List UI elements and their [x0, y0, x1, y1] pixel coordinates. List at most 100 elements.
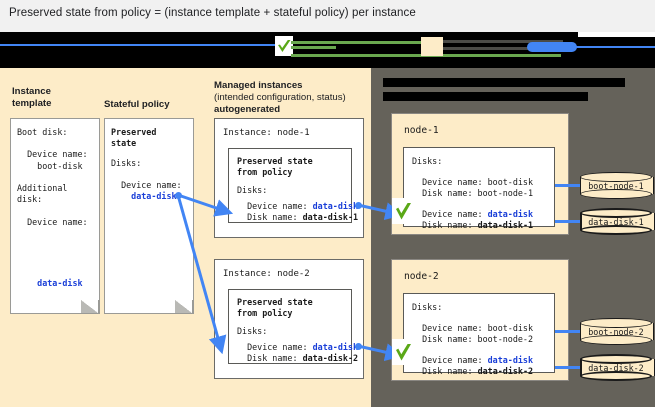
connector-node2-boot-disk: [555, 330, 580, 333]
node-data-device-value-node-1: data-disk: [487, 209, 534, 219]
diagram-canvas: Instance template Stateful policy Manage…: [0, 68, 655, 407]
node-data-disk-label-node-2: Disk name:: [412, 366, 478, 376]
page-fold-icon: [175, 300, 193, 313]
disk-cylinder-boot-node-1: boot-node-1: [580, 172, 654, 199]
node-boot-device-line-node-2: Device name: boot-disk: [412, 323, 534, 333]
cylinder-top: [580, 318, 652, 328]
node-data-device-label-node-2: Device name:: [412, 355, 488, 365]
node-boot-disk-line-node-2: Disk name: boot-node-2: [412, 334, 534, 344]
page-title: Preserved state from policy = (instance …: [9, 7, 416, 19]
instance-template-card: Boot disk: Device name: boot-disk Additi…: [10, 118, 100, 314]
cylinder-bottom: [580, 225, 652, 235]
legend-green-line-2: [291, 46, 336, 49]
instance-name-node-1: Instance: node-1: [223, 128, 310, 138]
disk-name-value-node-2: data-disk-2: [302, 353, 359, 363]
disk-name-label-node-2: Disk name:: [237, 353, 303, 363]
status-green-check-icon-node-1: [392, 198, 414, 224]
legend-green-line: [291, 41, 421, 44]
node-disks-box-node-2: Disks: Device name: boot-disk Disk name:…: [403, 293, 555, 376]
connector-node1-boot-disk: [555, 184, 580, 187]
device-name-label-node-2: Device name:: [237, 342, 313, 352]
cylinder-label-boot-node-2: boot-node-2: [588, 326, 644, 337]
node-disks-label-node-2: Disks:: [412, 302, 443, 312]
node-card-node-2: node-2 Disks: Device name: boot-disk Dis…: [391, 259, 569, 381]
cylinder-bottom: [580, 335, 652, 345]
disks-label-node-1: Disks:: [237, 185, 268, 195]
disk-name-row-node-1: Disk name: data-disk-1: [237, 207, 358, 225]
device-name-row-node-2: Device name: data-disk: [237, 337, 358, 355]
node-data-disk-value-node-2: data-disk-2: [477, 366, 534, 376]
node-name-node-1: node-1: [404, 125, 439, 136]
stateful-policy-disks-label: Disks:: [111, 158, 142, 168]
disk-cylinder-boot-node-2: boot-node-2: [580, 318, 654, 345]
stateful-policy-title: Preserved state: [111, 127, 157, 149]
node-data-disk-label-node-1: Disk name:: [412, 220, 478, 230]
column-subheading-intended-config: (intended configuration, status): [214, 92, 346, 103]
cylinder-label-data-disk-2: data-disk-2: [588, 362, 644, 373]
legend-gray-line-2: [443, 47, 548, 50]
instance-template-lines: Boot disk: Device name: boot-disk Additi…: [17, 127, 88, 227]
preserved-state-box-node-2: Preserved state from policy Disks: Devic…: [228, 289, 358, 364]
node-data-disk-row-node-2: Disk name: data-disk-2: [412, 361, 533, 379]
right-panel-subheading-redacted: [383, 92, 588, 101]
node-data-device-row-node-1: Device name: data-disk: [412, 204, 533, 222]
legend-gray-line: [443, 40, 563, 43]
disk-name-row-node-2: Disk name: data-disk-2: [237, 348, 358, 366]
legend-white-gap: [578, 32, 655, 37]
node-boot-device-line-node-1: Device name: boot-disk: [412, 177, 534, 187]
connector-origin-dot-policy: [175, 192, 182, 199]
node-disks-label-node-1: Disks:: [412, 156, 443, 166]
disk-cylinder-data-disk-1: data-disk-1: [580, 208, 655, 235]
node-name-node-2: node-2: [404, 271, 439, 282]
disk-name-label-node-1: Disk name:: [237, 212, 303, 222]
legend-cream-swatch: [421, 37, 443, 56]
status-green-check-icon-node-2: [392, 339, 414, 365]
device-name-value-node-1: data-disk: [312, 201, 359, 211]
cylinder-label-data-disk-1: data-disk-1: [588, 216, 644, 227]
device-name-label-node-1: Device name:: [237, 201, 313, 211]
cylinder-bottom: [580, 371, 652, 381]
instance-name-node-2: Instance: node-2: [223, 269, 310, 279]
node-card-node-1: node-1 Disks: Device name: boot-disk Dis…: [391, 113, 569, 235]
cylinder-label-boot-node-1: boot-node-1: [588, 180, 644, 191]
node-data-device-value-node-2: data-disk: [487, 355, 534, 365]
column-heading-instance-template: Instance template: [12, 86, 52, 109]
legend-blue-line-left: [0, 44, 275, 46]
disk-cylinder-data-disk-2: data-disk-2: [580, 354, 655, 381]
stateful-policy-device-name-label: Device name:: [111, 180, 182, 190]
preserved-state-box-node-1: Preserved state from policy Disks: Devic…: [228, 148, 358, 223]
legend-band: [0, 32, 655, 68]
instance-card-node-1: Instance: node-1 Preserved state from po…: [214, 118, 364, 238]
device-name-value-node-2: data-disk: [312, 342, 359, 352]
legend-green-check-icon: [275, 36, 293, 56]
cylinder-top: [580, 354, 652, 364]
column-subheading-autogenerated: autogenerated: [214, 104, 281, 115]
disk-name-value-node-1: data-disk-1: [302, 212, 359, 222]
node-data-disk-row-node-1: Disk name: data-disk-1: [412, 215, 533, 233]
node-disks-box-node-1: Disks: Device name: boot-disk Disk name:…: [403, 147, 555, 230]
cylinder-bottom: [580, 189, 652, 199]
title-bar: Preserved state from policy = (instance …: [0, 0, 655, 32]
stateful-policy-device-name-value: data-disk: [111, 191, 177, 201]
preserved-state-title-node-2: Preserved state from policy: [237, 297, 313, 319]
device-name-row-node-1: Device name: data-disk: [237, 196, 358, 214]
instance-card-node-2: Instance: node-2 Preserved state from po…: [214, 259, 364, 379]
cylinder-top: [580, 172, 652, 182]
node-data-device-label-node-1: Device name:: [412, 209, 488, 219]
node-data-disk-value-node-1: data-disk-1: [477, 220, 534, 230]
node-boot-disk-line-node-1: Disk name: boot-node-1: [412, 188, 534, 198]
stateful-policy-card: Preserved state Disks: Device name: data…: [104, 118, 194, 314]
page-fold-icon: [81, 300, 99, 313]
column-heading-stateful-policy: Stateful policy: [104, 99, 170, 110]
connector-origin-dot-instance1: [355, 202, 362, 209]
connector-node1-data-disk: [555, 220, 580, 223]
node-data-device-row-node-2: Device name: data-disk: [412, 350, 533, 368]
cylinder-top: [580, 208, 652, 218]
connector-origin-dot-instance2: [355, 343, 362, 350]
legend-blue-blob: [527, 42, 577, 52]
disks-label-node-2: Disks:: [237, 326, 268, 336]
preserved-state-title-node-1: Preserved state from policy: [237, 156, 313, 178]
instance-template-data-disk-value: data-disk: [17, 278, 83, 288]
column-heading-managed-instances: Managed instances: [214, 80, 303, 91]
